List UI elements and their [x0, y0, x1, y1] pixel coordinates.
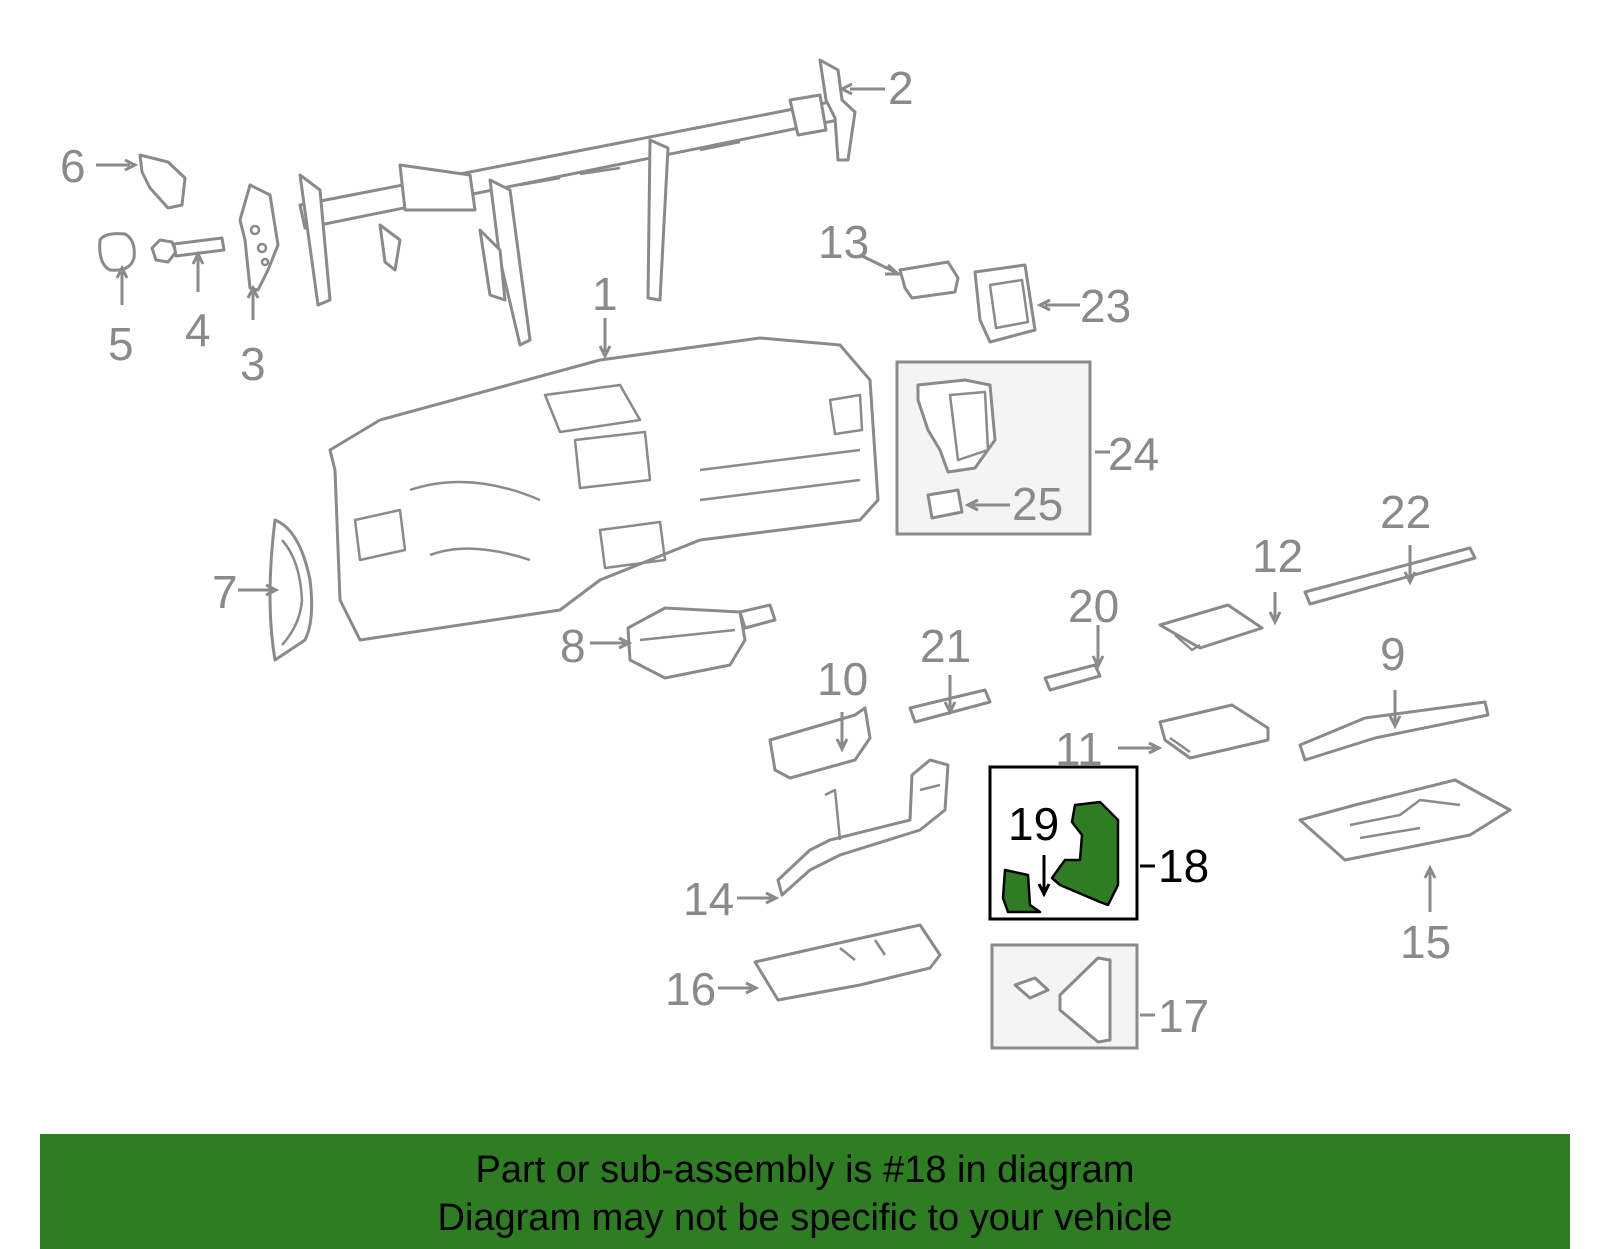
callout-9: 9 [1380, 628, 1406, 680]
part-1-instrument-panel[interactable] [328, 336, 880, 642]
callout-5: 5 [108, 318, 134, 370]
part-6-clip[interactable] [138, 153, 187, 210]
callout-3: 3 [240, 338, 266, 390]
info-banner: Part or sub-assembly is #18 in diagram D… [40, 1134, 1570, 1249]
part-18-box[interactable] [988, 765, 1139, 921]
callout-7: 7 [212, 566, 238, 618]
callout-18: 18 [1158, 840, 1209, 892]
part-18-cover[interactable] [1050, 800, 1120, 907]
part-5-cap[interactable] [98, 232, 136, 272]
callout-16: 16 [665, 963, 716, 1015]
callout-21: 21 [920, 620, 971, 672]
part-3-bracket[interactable] [238, 183, 280, 292]
part-13-vent[interactable] [898, 260, 960, 300]
part-23-vent[interactable] [973, 263, 1037, 344]
callout-13: 13 [818, 216, 869, 268]
banner-line-2: Diagram may not be specific to your vehi… [437, 1197, 1173, 1239]
callout-17: 17 [1158, 990, 1209, 1042]
part-16-under-cover[interactable] [753, 923, 942, 1002]
part-11-tray[interactable] [1158, 703, 1270, 760]
callout-12: 12 [1252, 530, 1303, 582]
callout-11: 11 [1055, 723, 1103, 775]
callout-20: 20 [1068, 580, 1119, 632]
part-24-box[interactable] [895, 360, 1092, 536]
leader-lines [96, 82, 1437, 1017]
callout-25: 25 [1012, 478, 1063, 530]
part-19-clip[interactable] [1001, 868, 1042, 914]
callout-14: 14 [683, 873, 734, 925]
callout-24: 24 [1108, 428, 1159, 480]
callout-8: 8 [560, 620, 586, 672]
callout-2: 2 [888, 62, 914, 114]
callout-1: 1 [592, 268, 618, 320]
callout-19: 19 [1008, 798, 1059, 850]
callout-labels: 2 6 5 4 3 1 13 23 24 25 22 12 20 21 10 9… [60, 62, 1451, 1042]
banner-line-1: Part or sub-assembly is #18 in diagram [475, 1149, 1135, 1191]
callout-23: 23 [1080, 280, 1131, 332]
part-7-side-panel[interactable] [268, 518, 314, 662]
parts-diagram: 2 6 5 4 3 1 13 23 24 25 22 12 20 21 10 9… [60, 58, 1512, 1050]
callout-6: 6 [60, 140, 86, 192]
part-20-vent[interactable] [1043, 663, 1102, 692]
part-22-vent[interactable] [1303, 546, 1477, 606]
callout-22: 22 [1380, 486, 1431, 538]
part-9-trim[interactable] [1298, 700, 1490, 762]
part-8-airbag[interactable] [626, 603, 777, 680]
part-15-lower-cover[interactable] [1298, 778, 1512, 862]
part-10-trim[interactable] [768, 706, 872, 780]
callout-10: 10 [817, 653, 868, 705]
callout-15: 15 [1400, 916, 1451, 968]
part-14-lower-panel[interactable] [776, 758, 950, 897]
part-17-box[interactable] [990, 943, 1139, 1050]
part-4-bolt[interactable] [150, 236, 226, 264]
part-12-cover[interactable] [1158, 603, 1264, 652]
callout-4: 4 [185, 304, 211, 356]
part-2-dash-beam[interactable] [298, 58, 857, 347]
